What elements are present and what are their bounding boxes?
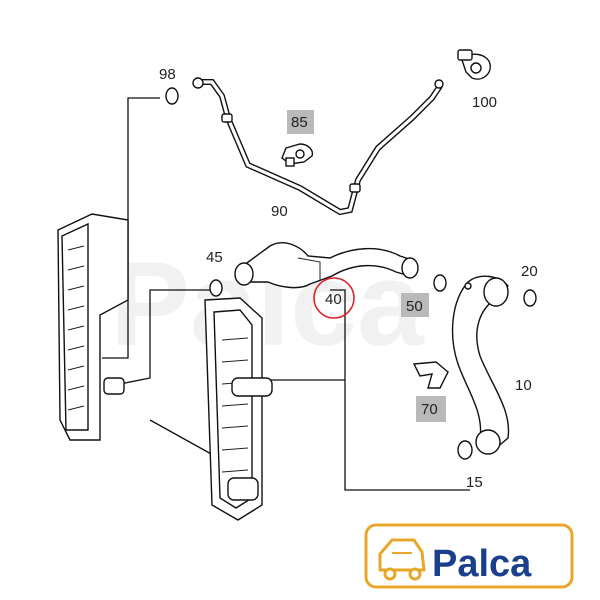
hose-10 [451, 275, 510, 455]
ring-50 [433, 274, 447, 292]
label-45: 45 [206, 249, 223, 266]
small-parts [165, 87, 537, 460]
ring-20 [523, 289, 537, 307]
ring-15 [457, 440, 473, 460]
label-50-background [401, 293, 429, 317]
label-70: 70 [421, 401, 438, 418]
radiator-front [204, 297, 273, 521]
label-10: 10 [515, 377, 532, 394]
logo-frame [364, 523, 574, 589]
part-labels: 98 100 85 90 45 40 50 20 70 10 15 [159, 66, 538, 491]
highlight-circle-40 [313, 277, 355, 319]
label-20: 20 [521, 263, 538, 280]
radiator-rear [57, 213, 129, 441]
bracket-85 [281, 143, 314, 167]
label-100: 100 [472, 94, 497, 111]
clip-70 [412, 361, 449, 389]
label-70-background [416, 396, 446, 422]
label-98: 98 [159, 66, 176, 83]
label-40: 40 [325, 291, 342, 308]
label-15: 15 [466, 474, 483, 491]
label-85-background [287, 110, 314, 134]
label-90: 90 [271, 203, 288, 220]
label-85: 85 [291, 114, 308, 131]
brand-logo: Palca [364, 523, 574, 589]
pipe-90 [192, 77, 444, 216]
clamp-100 [457, 49, 491, 80]
label-50: 50 [406, 298, 423, 315]
logo-text: Palca [432, 543, 532, 585]
ring-98 [165, 87, 179, 105]
ring-45 [209, 279, 223, 297]
car-icon [378, 538, 426, 581]
hose-40 [234, 242, 419, 289]
